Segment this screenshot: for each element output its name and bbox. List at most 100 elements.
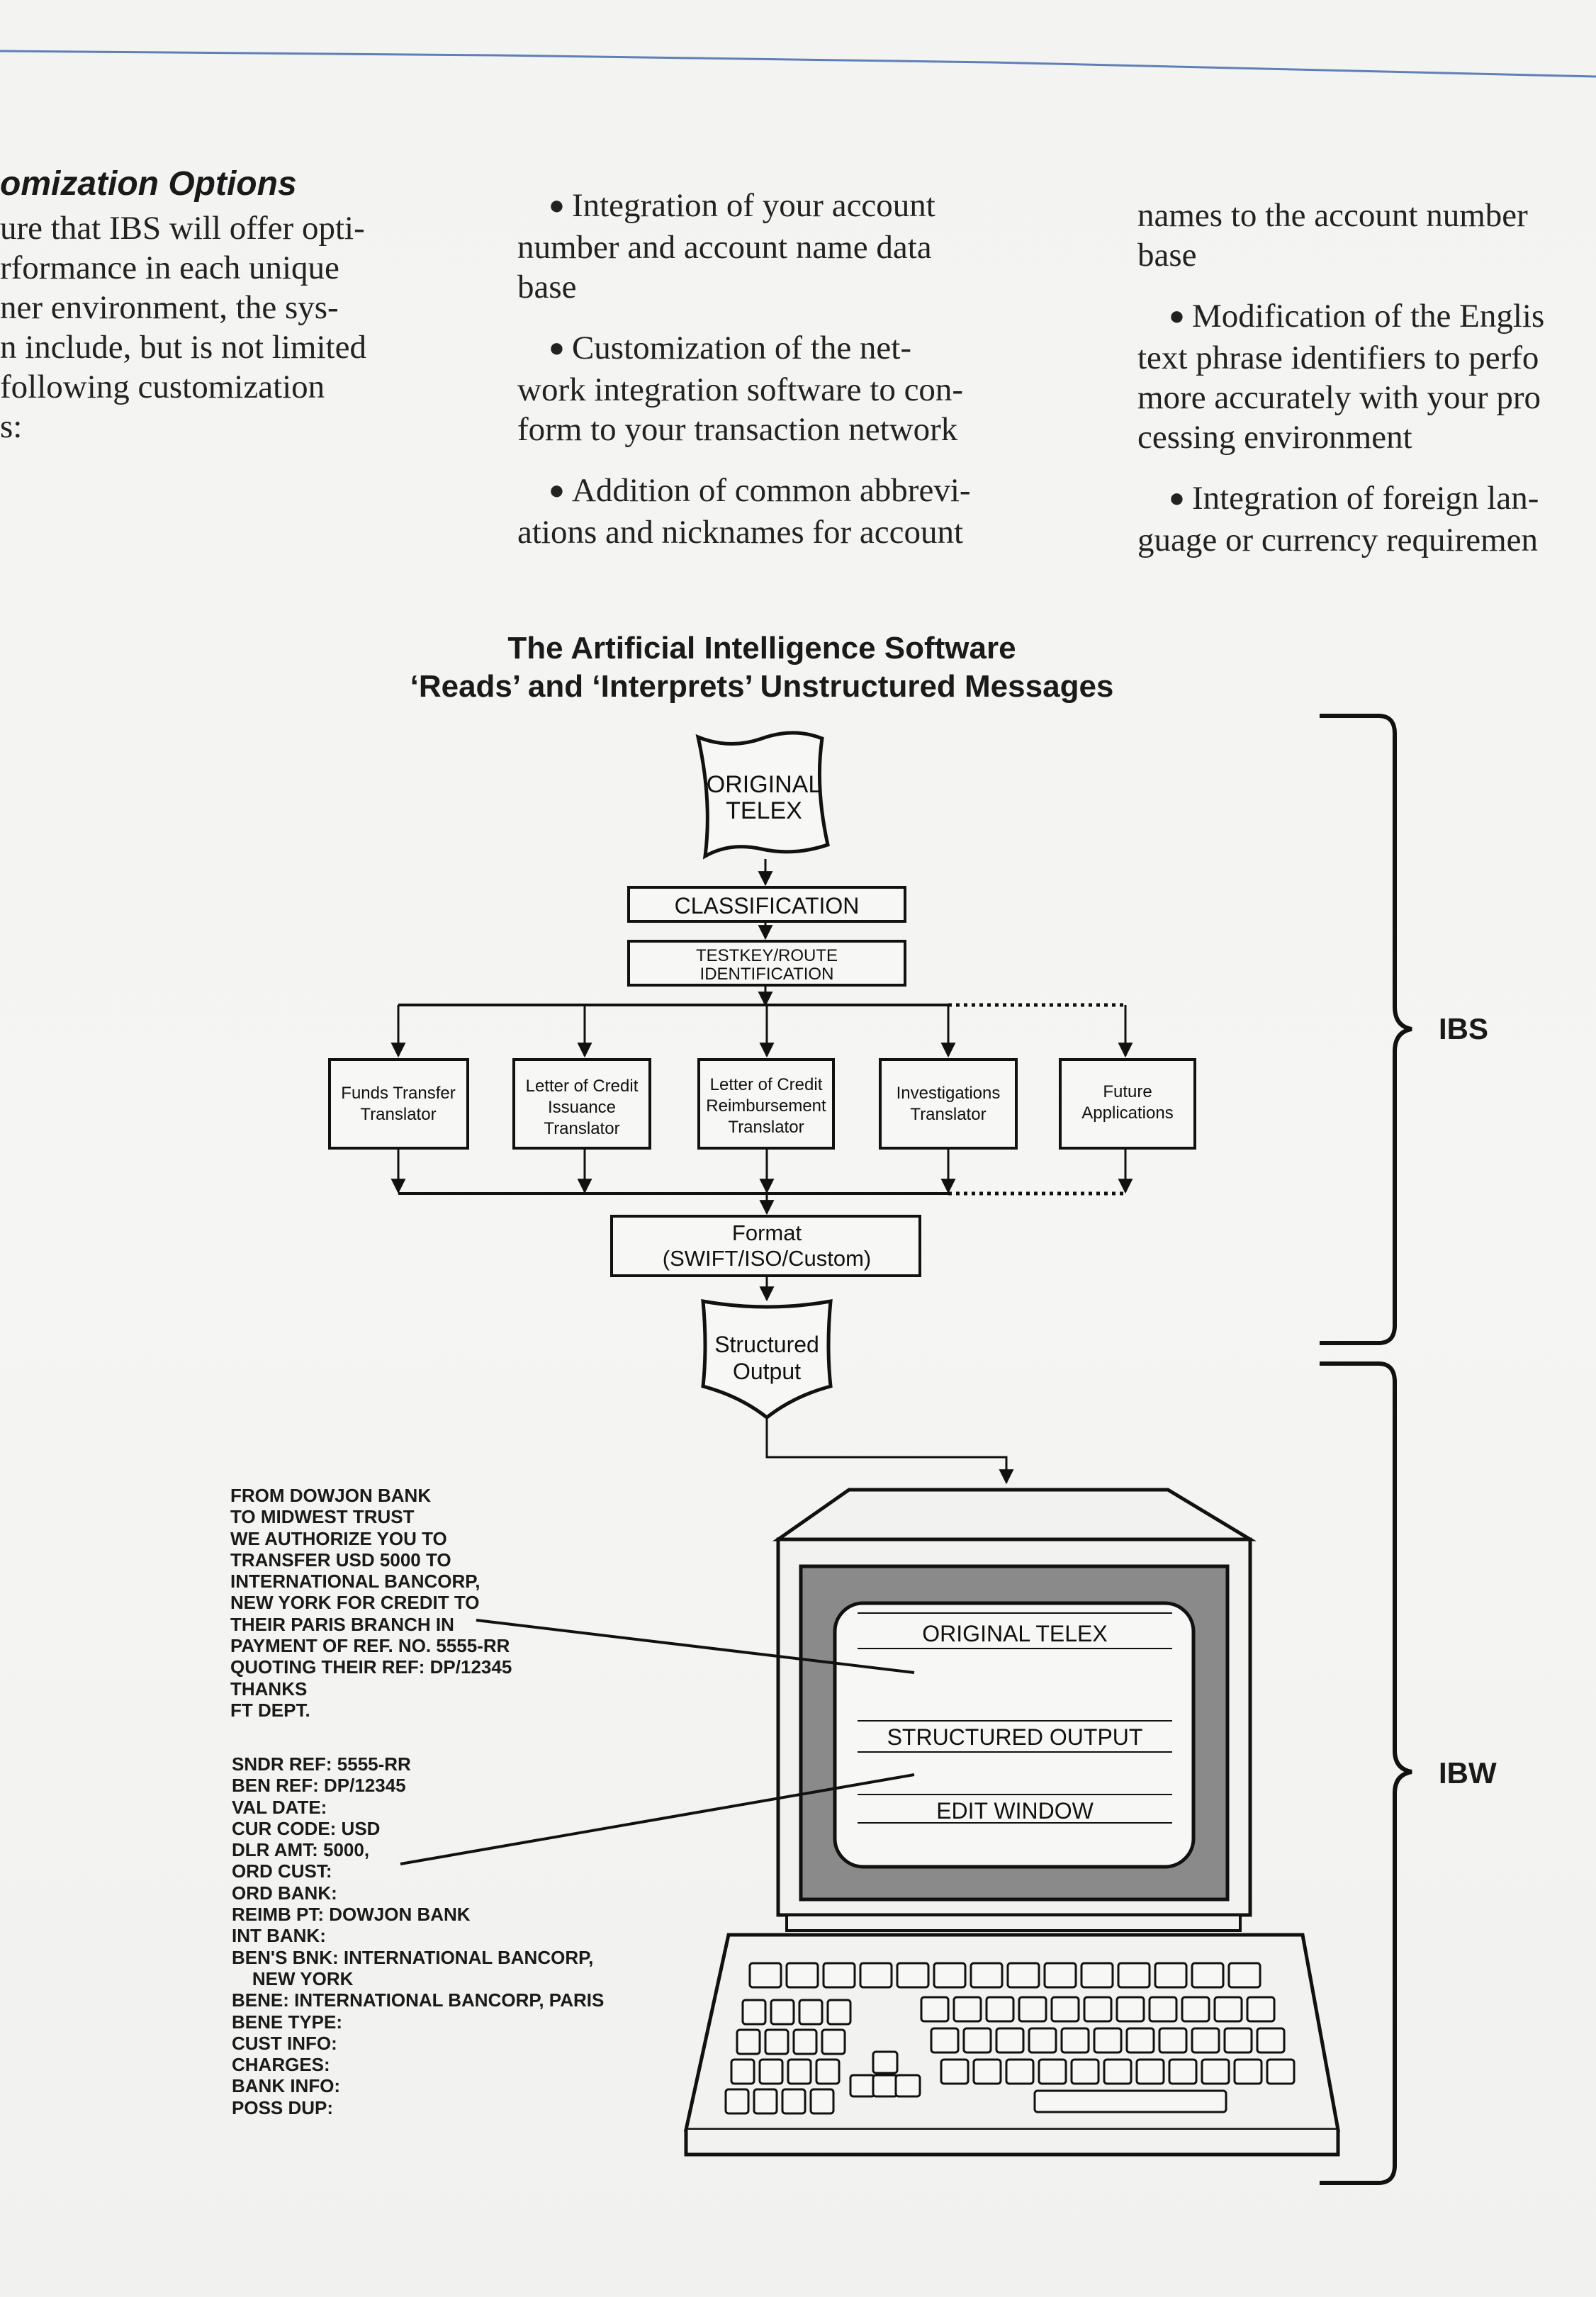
bullet-text: Customization of the net-: [571, 330, 911, 366]
original-telex-label: TELEX: [726, 797, 802, 824]
structured-output-label: Structured: [714, 1332, 819, 1357]
format-label: Format: [732, 1220, 802, 1245]
keyboard-key: [1103, 2058, 1133, 2085]
translator-label: Letter of Credit: [526, 1077, 639, 1096]
keyboard-key: [1266, 2058, 1296, 2085]
keyboard-key: [985, 1996, 1015, 2023]
lc-issuance-translator-node: [512, 1058, 651, 1150]
keyboard-key: [894, 2074, 921, 2098]
translator-label: Translator: [910, 1105, 986, 1124]
format-node: [610, 1215, 921, 1277]
ibs-label: IBS: [1439, 1012, 1489, 1045]
format-label: (SWIFT/ISO/Custom): [663, 1246, 872, 1271]
keyboard-key: [940, 2058, 970, 2085]
continued-text: names to the account number: [1137, 197, 1528, 234]
translator-label: Issuance: [548, 1098, 616, 1117]
keyboard-key: [748, 1962, 782, 1989]
structured-message-line: DLR AMT: 5000,: [232, 1839, 370, 1861]
structured-message-line: REIMB PT: DOWJON BANK: [232, 1904, 471, 1926]
keyboard-key: [1191, 2027, 1220, 2054]
telex-message-line: INTERNATIONAL BANCORP,: [230, 1571, 481, 1593]
keyboard-keys: [724, 1962, 1296, 2115]
screen-label-structured-output: STRUCTURED OUTPUT: [887, 1724, 1143, 1750]
bullet-text: more accurately with your pro: [1137, 379, 1541, 416]
telex-message-line: NEW YORK FOR CREDIT TO: [230, 1592, 480, 1614]
telex-message-line: FT DEPT.: [230, 1699, 310, 1721]
telex-message-line: FROM DOWJON BANK: [230, 1485, 432, 1506]
keyboard-key: [1033, 2089, 1227, 2113]
bullet-text: Addition of common abbrevi-: [571, 472, 971, 509]
keyboard-key: [736, 2028, 761, 2055]
bullet-text: Integration of your account: [571, 187, 935, 224]
keyboard-key: [1083, 1996, 1113, 2023]
keyboard-key: [1117, 1962, 1151, 1989]
translator-label: Future: [1103, 1082, 1152, 1101]
bullet-icon: ●: [1169, 301, 1185, 331]
keyboard-key: [1070, 2058, 1100, 2085]
ibs-bracket: [1320, 714, 1412, 1345]
structured-message-line: ORD CUST:: [232, 1860, 332, 1882]
middle-column: ●Integration of your account number and …: [517, 186, 1056, 552]
keyboard-key: [1213, 1996, 1243, 2023]
telex-message-line: TRANSFER USD 5000 TO: [230, 1549, 451, 1571]
keyboard-key: [970, 1962, 1004, 1989]
screen-label-edit-window: EDIT WINDOW: [936, 1798, 1094, 1824]
bullet-text: cessing environment: [1137, 419, 1412, 456]
keyboard-key: [785, 1962, 819, 1989]
intro-line: ner environment, the sys-: [0, 289, 339, 326]
computer-illustration: ORIGINAL TELEX STRUCTURED OUTPUT EDIT WI…: [683, 1488, 1340, 2157]
keyboard-key: [1158, 2027, 1188, 2054]
keyboard-key: [933, 1962, 967, 1989]
bullet-text: base: [517, 269, 577, 305]
keyboard-key: [930, 2027, 960, 2054]
structured-message-line: CHARGES:: [232, 2054, 330, 2076]
keyboard-key: [1006, 1962, 1040, 1989]
keyboard-key: [822, 1962, 856, 1989]
testkey-label: IDENTIFICATION: [700, 965, 834, 984]
keyboard-key: [872, 2050, 899, 2074]
keyboard-key: [764, 2028, 789, 2055]
keyboard-key: [753, 2088, 778, 2115]
keyboard-key: [781, 2088, 807, 2115]
bullet-text: Integration of foreign lan-: [1191, 480, 1539, 517]
bullet-icon: ●: [549, 191, 565, 220]
testkey-node: [627, 940, 906, 987]
telex-message-line: PAYMENT OF REF. NO. 5555-RR: [230, 1635, 510, 1657]
structured-message-line: VAL DATE:: [232, 1796, 327, 1818]
structured-message-line: NEW YORK: [232, 1967, 354, 1989]
bullet-icon: ●: [549, 333, 565, 363]
keyboard-key: [798, 1999, 824, 2026]
investigations-translator-node: [879, 1058, 1018, 1150]
keyboard-key: [995, 2027, 1025, 2054]
funds-transfer-translator-node: [328, 1058, 469, 1150]
bullet-text: text phrase identifiers to perfo: [1137, 339, 1539, 376]
section-heading: omization Options: [0, 165, 297, 203]
keyboard-key: [1148, 1996, 1178, 2023]
keyboard-key: [1154, 1962, 1188, 1989]
intro-line: following customization: [0, 369, 325, 405]
future-applications-node: [1059, 1058, 1196, 1150]
intro-line: n include, but is not limited: [0, 329, 366, 366]
diagram-title-line: ‘Reads’ and ‘Interprets’ Unstructured Me…: [410, 669, 1114, 704]
translator-label: Letter of Credit: [710, 1075, 823, 1094]
structured-message-line: CUR CODE: USD: [232, 1817, 381, 1839]
structured-message-line: BEN'S BNK: INTERNATIONAL BANCORP,: [232, 1946, 594, 1968]
structured-callout-line: [400, 1773, 915, 1865]
keyboard-key: [972, 2058, 1002, 2085]
keyboard-key: [1135, 2058, 1165, 2085]
screen-label-original-telex: ORIGINAL TELEX: [922, 1621, 1107, 1646]
keyboard-key: [872, 2074, 899, 2098]
intro-paragraph: ure that IBS will offer opti- rformance …: [0, 208, 454, 447]
keyboard-key: [815, 2058, 841, 2085]
top-rule: [0, 50, 1596, 78]
translator-label: Reimbursement: [706, 1096, 826, 1116]
keyboard-key: [730, 2058, 755, 2085]
translator-label: Applications: [1081, 1103, 1173, 1123]
structured-message-line: CUST INFO:: [232, 2032, 337, 2054]
translator-label: Funds Transfer: [341, 1084, 455, 1103]
bullet-text: number and account name data: [517, 229, 932, 266]
bullet-text: ations and nicknames for account: [517, 514, 964, 551]
keyboard-key: [758, 2058, 784, 2085]
